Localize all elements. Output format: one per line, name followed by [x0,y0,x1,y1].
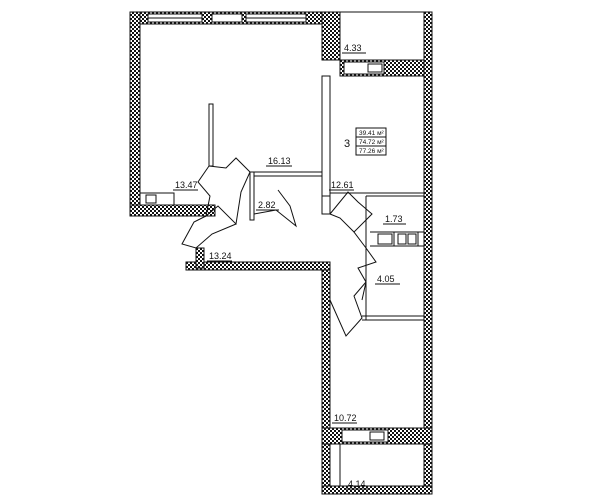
apartment-info-badge: 3 39.41 м² 74.72 м² 77.26 м² [344,127,387,156]
area-labels: 16.13 13.47 12.61 13.24 10.72 4.05 2.82 … [173,43,406,490]
living-area: 39.41 м² [359,130,385,137]
windows [139,13,307,206]
total-area-with-balconies: 77.26 м² [359,148,385,155]
room-area-living-room: 16.13 [268,156,291,166]
room-area-bedroom-east: 12.61 [331,180,354,190]
exterior-walls [129,11,433,495]
door-swings [181,157,377,337]
room-area-wc: 2.82 [258,200,276,210]
room-area-storage: 1.73 [385,214,403,224]
total-area: 74.72 м² [359,139,385,146]
room-area-bathroom: 4.05 [377,274,395,284]
room-area-balcony-bottom: 4.14 [348,479,366,489]
rooms-count: 3 [344,138,350,150]
room-area-hallway: 13.24 [209,251,232,261]
interior-walls [208,75,424,428]
room-area-balcony-top: 4.33 [344,43,362,53]
fixtures [339,11,425,487]
room-area-bedroom-south: 10.72 [334,413,357,423]
room-area-bedroom-top: 13.47 [175,180,198,190]
